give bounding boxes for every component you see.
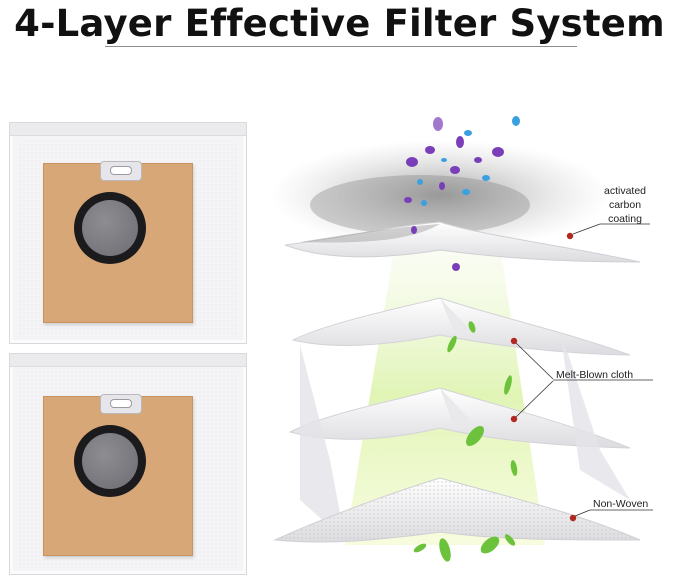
title-divider bbox=[105, 46, 577, 47]
collar-tab bbox=[100, 394, 142, 414]
page-title: 4-Layer Effective Filter System bbox=[14, 2, 665, 45]
rubber-seal-ring bbox=[74, 192, 146, 264]
dust-cloud bbox=[270, 140, 610, 250]
side-drape-left bbox=[300, 345, 345, 540]
layer-melt-blown-1 bbox=[291, 297, 631, 356]
layer-melt-blown-2 bbox=[288, 387, 631, 449]
label-melt-blown: Melt-Blown cloth bbox=[556, 369, 634, 381]
callout-non-woven bbox=[569, 509, 653, 522]
label-carbon-line1: activated bbox=[603, 185, 647, 197]
layer-activated-carbon bbox=[284, 221, 641, 263]
dust-particles-blue bbox=[417, 116, 520, 206]
intake-hole bbox=[82, 433, 138, 489]
callout-carbon bbox=[566, 223, 650, 240]
cardboard-collar bbox=[43, 394, 193, 556]
tab-slot bbox=[110, 166, 132, 175]
rubber-seal-ring bbox=[74, 425, 146, 497]
layer-non-woven bbox=[273, 477, 641, 543]
dust-cloud-core bbox=[310, 175, 530, 235]
tab-slot bbox=[110, 399, 132, 408]
label-carbon-line2: carbon bbox=[608, 199, 642, 211]
cardboard-collar bbox=[43, 161, 193, 323]
intake-hole bbox=[82, 200, 138, 256]
side-drape-right bbox=[560, 330, 630, 500]
collar-tab bbox=[100, 161, 142, 181]
label-activated-carbon: activated carbon coating bbox=[592, 184, 658, 226]
dust-bag-photo-bottom bbox=[9, 353, 247, 575]
bag-fold bbox=[10, 123, 246, 136]
label-carbon-line3: coating bbox=[608, 213, 642, 225]
label-non-woven: Non-Woven bbox=[593, 498, 649, 510]
dust-particles-purple bbox=[404, 117, 504, 271]
green-leaves bbox=[413, 321, 518, 562]
callout-melt-blown bbox=[510, 337, 653, 423]
dust-bag-photo-top bbox=[9, 122, 247, 344]
bag-fold bbox=[10, 354, 246, 367]
